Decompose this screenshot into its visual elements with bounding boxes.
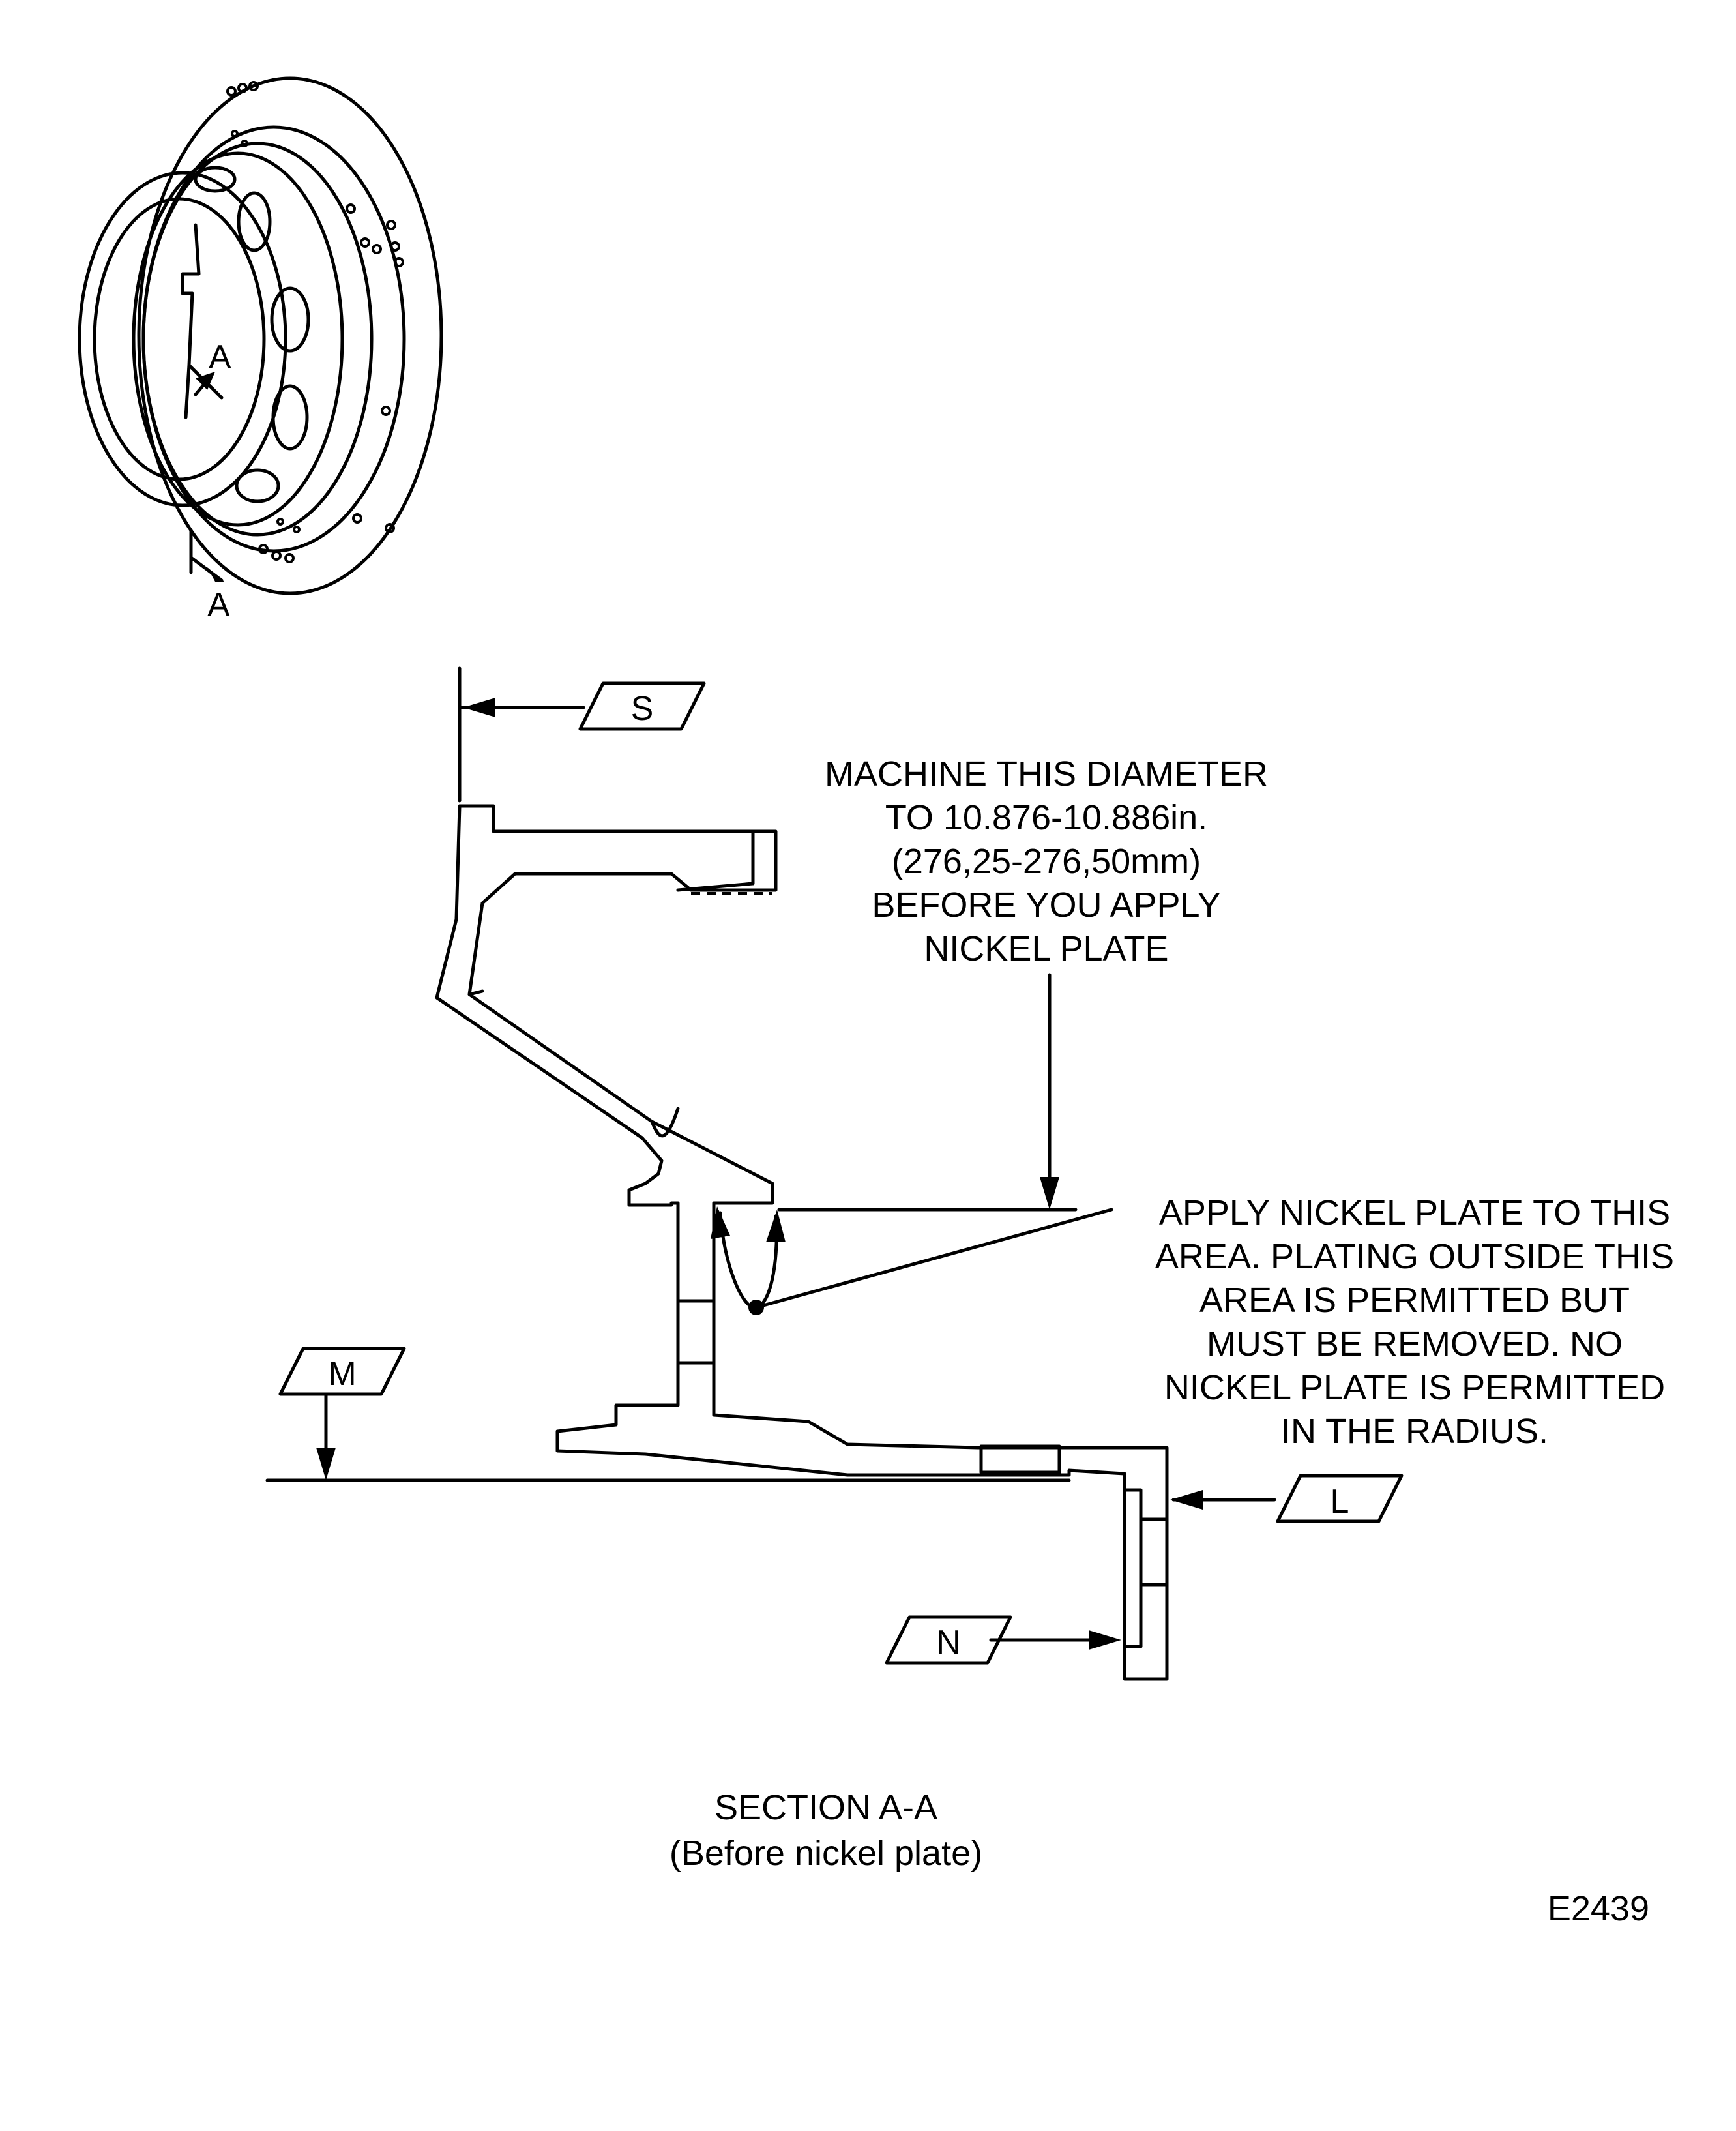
plating-note-line-1: APPLY NICKEL PLATE TO THIS [1159, 1193, 1670, 1232]
plating-note-leader [754, 1208, 1113, 1309]
ring-4 [132, 151, 344, 527]
outer-flange [137, 76, 443, 595]
datum-tag-n: N [885, 1615, 1121, 1665]
bore-slot [181, 223, 201, 419]
arm-seam-1 [467, 989, 484, 996]
datum-tag-s: S [458, 681, 706, 731]
svg-text:M: M [328, 1355, 356, 1393]
foot-block [979, 1444, 1061, 1474]
plating-area-arc [718, 1211, 778, 1309]
bolt-holes [226, 81, 404, 563]
figure-id: E2439 [1548, 1889, 1649, 1928]
front-ring-inner [93, 197, 266, 481]
plating-note-line-5: NICKEL PLATE IS PERMITTED [1164, 1368, 1665, 1407]
flange-inner-block [1123, 1488, 1143, 1648]
web-block [676, 1299, 716, 1365]
section-outline [435, 804, 1169, 1681]
plating-note-line-2: AREA. PLATING OUTSIDE THIS [1155, 1237, 1674, 1276]
plating-note-line-3: AREA IS PERMITTED BUT [1199, 1281, 1630, 1320]
machine-note: MACHINE THIS DIAMETER TO 10.876-10.886in… [777, 754, 1268, 1212]
machine-note-line-1: MACHINE THIS DIAMETER [825, 754, 1268, 794]
section-label-top: A [209, 338, 231, 376]
flange-step [1139, 1517, 1169, 1587]
datum-tag-m: M [278, 1347, 406, 1480]
window-holes [194, 166, 310, 503]
machine-note-line-4: BEFORE YOU APPLY [872, 886, 1220, 925]
machine-note-line-5: NICKEL PLATE [924, 929, 1168, 968]
front-ring-outer [78, 171, 287, 507]
section-caption-title: SECTION A-A [714, 1788, 937, 1827]
plating-note: APPLY NICKEL PLATE TO THIS AREA. PLATING… [711, 1193, 1674, 1451]
pocket-base [676, 882, 755, 892]
arm-seam-2 [650, 1107, 680, 1138]
machine-note-line-2: TO 10.876-10.886in. [885, 798, 1207, 837]
section-caption-subtitle: (Before nickel plate) [669, 1834, 982, 1873]
svg-text:L: L [1331, 1483, 1349, 1521]
section-label-bottom: A [207, 586, 230, 624]
plating-note-line-6: IN THE RADIUS. [1281, 1412, 1548, 1451]
datum-tag-l: L [1170, 1474, 1404, 1523]
plating-note-line-4: MUST BE REMOVED. NO [1207, 1324, 1623, 1364]
svg-text:S: S [631, 690, 654, 728]
section-profile [265, 666, 1169, 1681]
machine-note-line-3: (276,25-276,50mm) [892, 842, 1201, 881]
part-isometric-view: A A [78, 76, 443, 624]
ring-3 [141, 142, 374, 537]
svg-text:N: N [936, 1624, 961, 1662]
